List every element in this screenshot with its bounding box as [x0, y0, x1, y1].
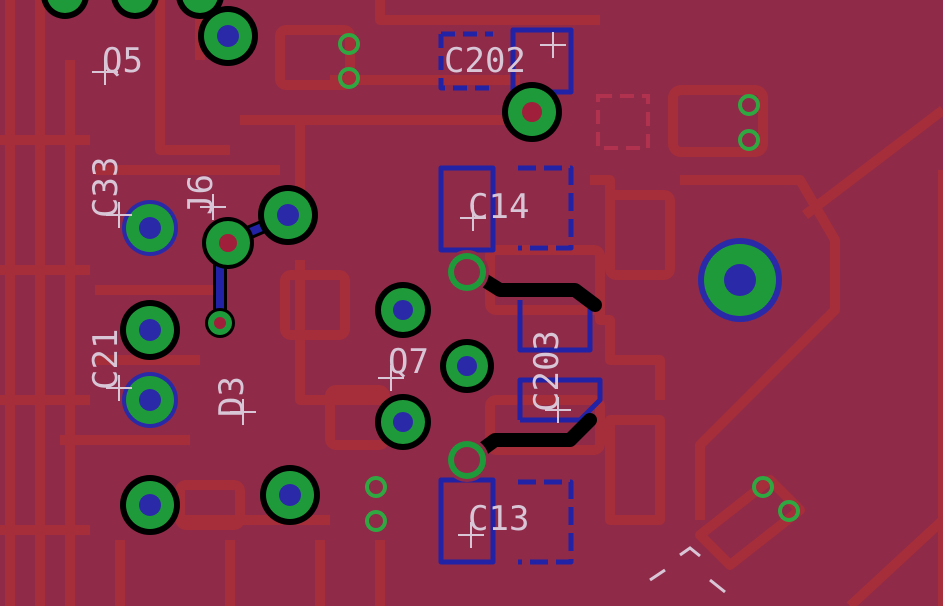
pad-q7-b — [440, 339, 494, 393]
through-hole-pads — [41, 0, 782, 535]
pad-q5-a — [198, 6, 258, 66]
vias — [338, 33, 800, 532]
label-d3: D3 — [212, 376, 252, 417]
pad-j6-a — [202, 217, 254, 269]
pad-c14 — [445, 250, 489, 294]
label-j6: J6 — [181, 174, 221, 215]
label-c203: C203 — [527, 330, 567, 412]
pad-bottom-a — [120, 475, 180, 535]
pad-j6-b — [258, 185, 318, 245]
label-c33: C33 — [86, 157, 126, 218]
pad-top-edge-b — [111, 0, 159, 19]
pad-top-edge-c — [176, 0, 224, 19]
label-q5: Q5 — [102, 41, 143, 81]
pad-mounting-large — [698, 238, 782, 322]
pad-j6-c — [205, 308, 235, 338]
pad-c33 — [122, 200, 178, 256]
pad-c202 — [502, 82, 562, 142]
c202-courtyard — [596, 94, 650, 150]
label-c13: C13 — [468, 499, 529, 539]
pad-top-edge-a — [41, 0, 89, 19]
pad-c21-a — [120, 300, 180, 360]
pad-q7-c — [375, 394, 431, 450]
label-c202: C202 — [444, 41, 526, 81]
pad-q7-a — [375, 282, 431, 338]
label-q7: Q7 — [388, 342, 429, 382]
component-origins — [92, 32, 571, 548]
pad-c21-b — [122, 372, 178, 428]
courtyard-marks — [649, 546, 726, 594]
label-c14: C14 — [468, 187, 529, 227]
pad-bottom-b — [260, 465, 320, 525]
label-c21: C21 — [86, 329, 126, 390]
silkscreen-labels: Q5 C202 C33 J6 C14 C21 D3 Q7 C203 C13 — [86, 41, 567, 539]
pad-c13 — [445, 438, 489, 482]
